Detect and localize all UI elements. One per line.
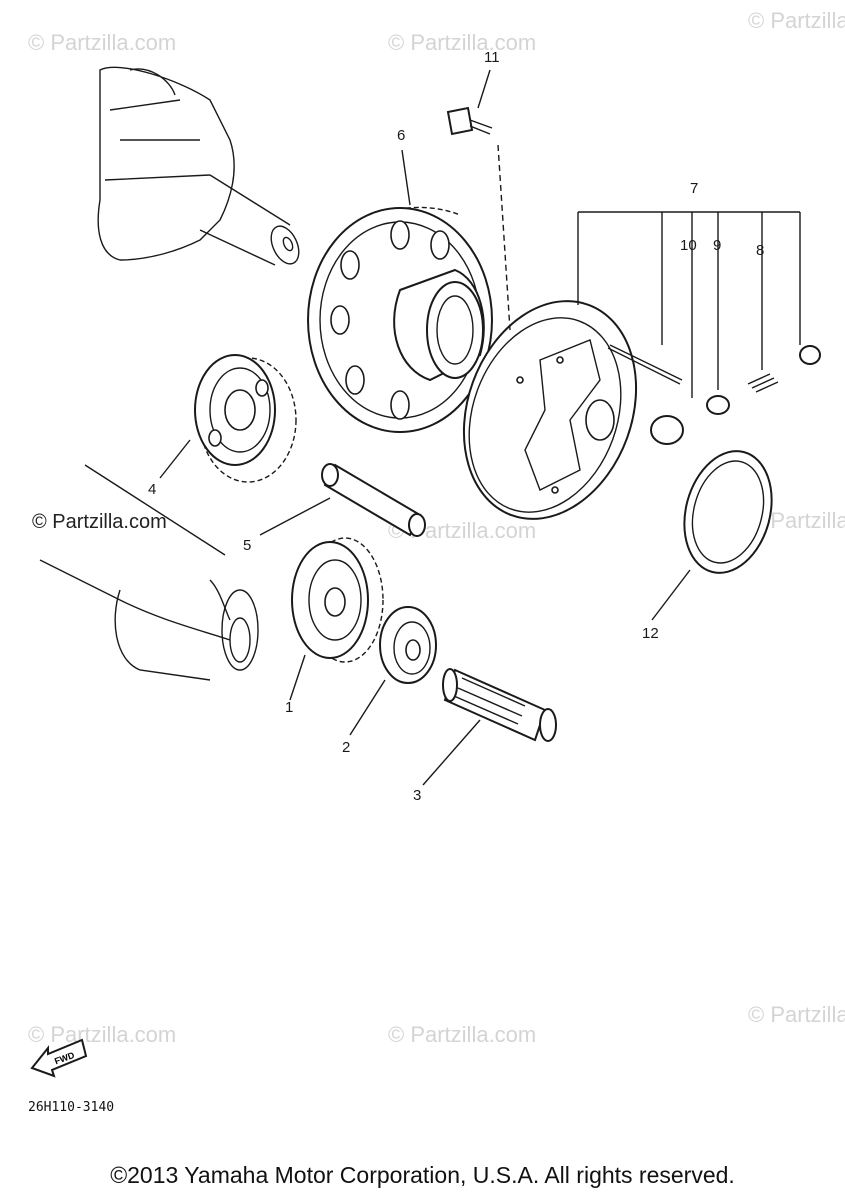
crankshaft-drawing (97, 66, 300, 266)
watermark: © Partzilla.com (388, 30, 536, 55)
part-number-3: 3 (413, 787, 421, 804)
gear-part-1 (291, 537, 384, 663)
watermark: © Partzilla.com (748, 8, 845, 33)
part-number-9: 9 (713, 237, 721, 254)
large-gear-part-6 (307, 206, 493, 433)
diagram-code: 26H110-3140 (28, 1100, 114, 1115)
clutch-assembly-part-7 (462, 300, 638, 520)
fwd-arrow-icon: FWD (30, 1038, 88, 1078)
small-parts-drawing (446, 106, 821, 445)
watermark: © Partzilla.com (748, 1002, 845, 1027)
part-number-2: 2 (342, 739, 350, 756)
gear-part-4 (194, 354, 297, 483)
part-number-11: 11 (484, 49, 500, 66)
shaft-housing-drawing (39, 464, 259, 681)
watermark: © Partzilla.com (28, 30, 176, 55)
watermark: © Partzilla.com (28, 1022, 176, 1047)
part-number-1: 1 (285, 699, 293, 716)
copyright-notice: ©2013 Yamaha Motor Corporation, U.S.A. A… (110, 1162, 735, 1188)
part-number-5: 5 (243, 537, 251, 554)
shaft-part-3 (442, 668, 557, 742)
pin-part-5 (321, 463, 426, 537)
part-number-labels: 1 2 3 4 5 6 7 8 9 10 11 12 (148, 49, 764, 804)
leader-lines (159, 69, 691, 786)
gear-part-2 (379, 606, 437, 684)
washer-part-12 (683, 450, 773, 574)
watermark-side: © Partzilla.com (32, 511, 167, 533)
part-number-4: 4 (148, 481, 156, 498)
part-number-7: 7 (690, 180, 698, 197)
leader-lines-7 (577, 211, 801, 398)
watermark: © Partzilla.com (388, 1022, 536, 1047)
part-number-8: 8 (756, 242, 764, 259)
part-number-12: 12 (642, 625, 659, 642)
part-number-10: 10 (680, 237, 697, 254)
part-number-6: 6 (397, 127, 405, 144)
